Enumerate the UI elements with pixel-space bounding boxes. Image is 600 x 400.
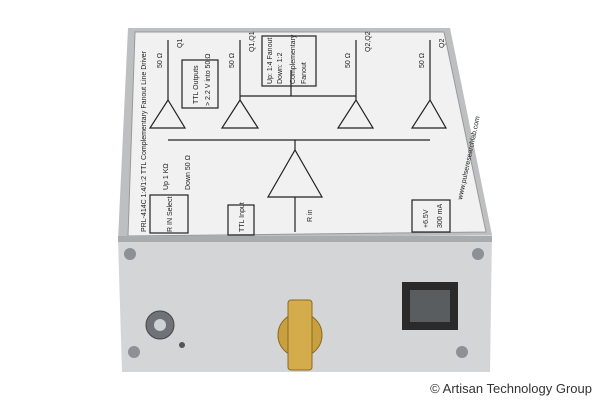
label-out-q2: Q2 bbox=[439, 39, 446, 48]
watermark: © Artisan Technology Group bbox=[430, 381, 592, 396]
label-fanout-down: Down: 1:2 bbox=[277, 52, 284, 84]
label-out-q2q2: Q2,Q2 bbox=[365, 31, 372, 52]
screw bbox=[472, 248, 484, 260]
label-res-2: 50 Ω bbox=[229, 53, 236, 68]
label-res-1: 50 Ω bbox=[157, 53, 164, 68]
label-res-4: 50 Ω bbox=[419, 53, 426, 68]
sma-connector[interactable] bbox=[287, 299, 313, 371]
label-ttl-outputs-spec: > 2.2 V into 50 Ω bbox=[205, 53, 212, 106]
label-fanout-word: Fanout bbox=[301, 62, 308, 84]
label-up: Up 1 KΩ bbox=[163, 163, 170, 190]
label-rin-select: R IN Select bbox=[167, 197, 174, 232]
label-title: PRL-414C 1:4/1:2 TTL Complementary Fanou… bbox=[141, 50, 148, 232]
label-ttl-input: TTL Input bbox=[239, 202, 246, 232]
screw bbox=[124, 248, 136, 260]
label-out-q1: Q1 bbox=[177, 39, 184, 48]
label-res-3: 50 Ω bbox=[345, 53, 352, 68]
label-power-a: 300 mA bbox=[437, 204, 444, 228]
label-power-v: +6.5V bbox=[423, 209, 430, 228]
label-ttl-outputs: TTL Outputs bbox=[193, 65, 200, 104]
screw bbox=[128, 346, 140, 358]
label-fanout-comp: Complementary bbox=[290, 34, 297, 84]
label-out-q1q1: Q1,Q1 bbox=[249, 31, 256, 52]
label-down: Down 50 Ω bbox=[185, 155, 192, 190]
label-fanout-up: Up: 1:4 Fanout bbox=[267, 38, 274, 84]
label-rin: R in bbox=[307, 209, 314, 222]
screw bbox=[456, 346, 468, 358]
